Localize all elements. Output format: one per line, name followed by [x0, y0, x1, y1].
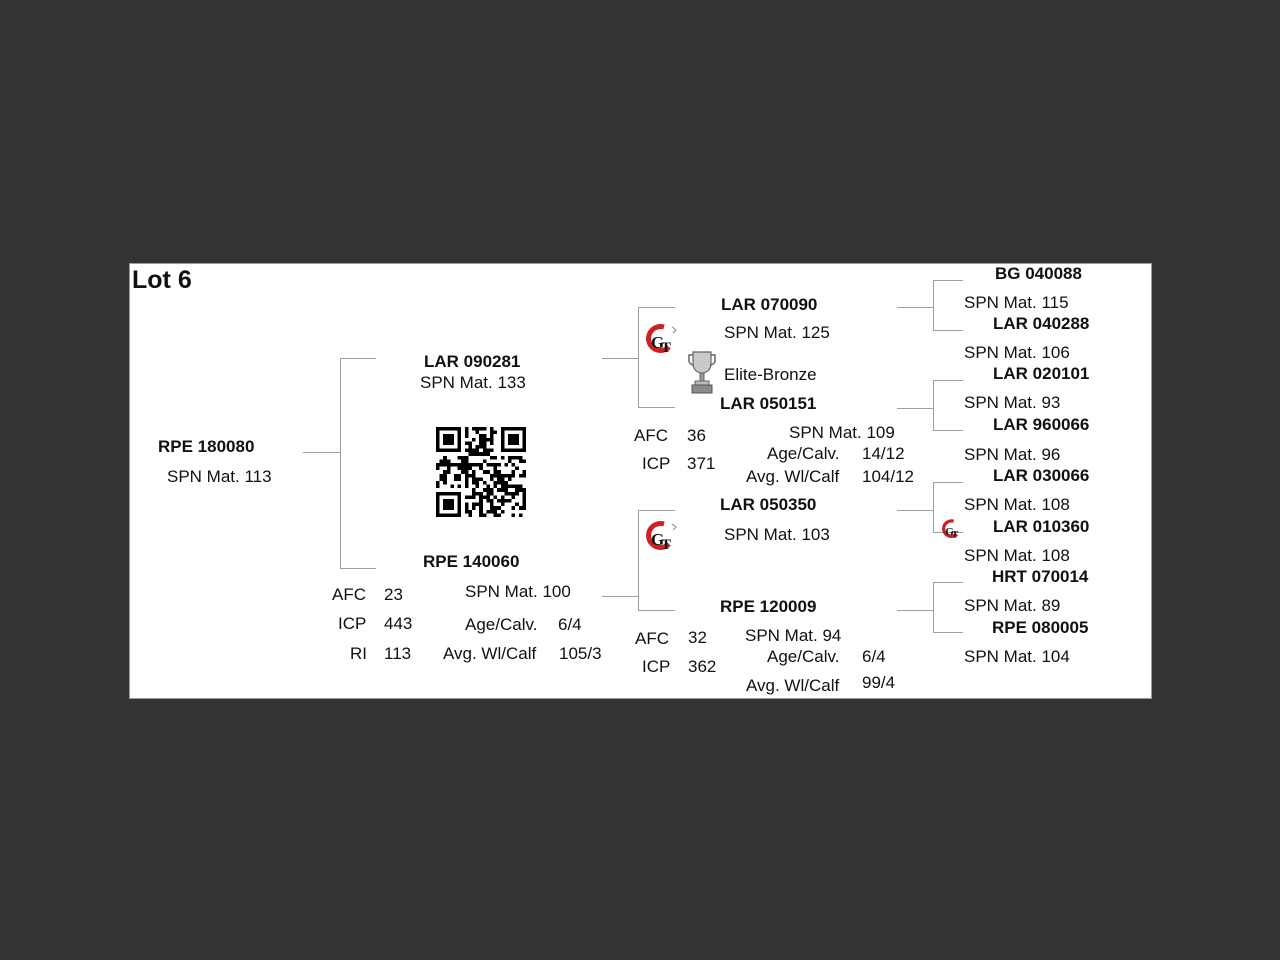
dam-avg-wl-value: 105/3	[559, 644, 602, 663]
ggp-spn: SPN Mat. 108	[964, 495, 1070, 514]
connector-line	[933, 482, 934, 532]
sire-dam-icp-label: ICP	[642, 454, 671, 473]
dam-icp-value: 443	[384, 614, 413, 633]
dam-dam-icp-label: ICP	[642, 657, 671, 676]
connector-line	[897, 510, 934, 511]
svg-text:T: T	[661, 537, 671, 553]
dam-dam-age-calv-value: 6/4	[862, 647, 886, 666]
connector-line	[933, 482, 963, 483]
dam-id: RPE 140060	[423, 552, 520, 571]
dam-dam-afc-label: AFC	[635, 629, 669, 648]
sire-spn: SPN Mat. 133	[420, 373, 526, 392]
connector-line	[638, 307, 639, 407]
award-label: Elite-Bronze	[724, 365, 817, 384]
dam-dam-afc-value: 32	[688, 628, 707, 647]
connector-line	[602, 358, 639, 359]
svg-text:G: G	[945, 526, 954, 538]
ggp-id: RPE 080005	[992, 618, 1089, 637]
connector-line	[933, 582, 963, 583]
ggp-id: LAR 020101	[993, 364, 1090, 383]
subject-spn: SPN Mat. 113	[167, 467, 272, 486]
connector-line	[638, 510, 675, 511]
connector-line	[933, 632, 963, 633]
connector-line	[933, 380, 934, 430]
ggp-id: LAR 040288	[993, 314, 1090, 333]
connector-line	[340, 358, 376, 359]
ggp-spn: SPN Mat. 115	[964, 293, 1069, 312]
connector-line	[638, 407, 675, 408]
ggp-spn: SPN Mat. 104	[964, 647, 1070, 666]
connector-line	[933, 280, 934, 330]
ggp-id: BG 040088	[995, 264, 1082, 283]
connector-line	[638, 610, 675, 611]
dam-afc-value: 23	[384, 585, 403, 604]
sire-dam-avg-wl-label: Avg. Wl/Calf	[746, 467, 840, 486]
connector-line	[933, 532, 963, 533]
pedigree-card: Lot 6 RPE 180080 SPN Mat. 113 LAR 090281…	[129, 263, 1152, 699]
svg-text:G: G	[651, 333, 664, 352]
ggp-spn: SPN Mat. 93	[964, 393, 1061, 412]
dam-dam-avg-wl-label: Avg. Wl/Calf	[746, 676, 840, 695]
ggp-id: HRT 070014	[992, 567, 1089, 586]
ggp-id: LAR 960066	[993, 415, 1090, 434]
svg-text:T: T	[661, 340, 671, 356]
sire-dam-id: LAR 050151	[720, 394, 817, 413]
ggp-id: LAR 010360	[993, 517, 1090, 536]
dam-ri-value: 113	[384, 644, 412, 663]
dam-dam-icp-value: 362	[688, 657, 717, 676]
qr-code-icon	[436, 427, 526, 517]
dam-age-calv-value: 6/4	[558, 615, 582, 634]
dam-ri-label: RI	[350, 644, 367, 663]
ggp-spn: SPN Mat. 89	[964, 596, 1061, 615]
ggp-spn: SPN Mat. 108	[964, 546, 1070, 565]
sire-id: LAR 090281	[424, 352, 521, 371]
gt-logo-icon: G T	[942, 519, 959, 540]
connector-line	[933, 380, 963, 381]
connector-line	[933, 280, 963, 281]
connector-line	[933, 330, 963, 331]
connector-line	[897, 408, 934, 409]
trophy-icon	[688, 351, 716, 394]
sire-dam-afc-value: 36	[687, 426, 706, 445]
connector-line	[638, 510, 639, 610]
lot-title: Lot 6	[132, 266, 192, 294]
connector-line	[933, 430, 963, 431]
dam-dam-age-calv-label: Age/Calv.	[767, 647, 840, 666]
connector-line	[897, 307, 934, 308]
connector-line	[933, 582, 934, 632]
ggp-spn: SPN Mat. 106	[964, 343, 1070, 362]
dam-sire-id: LAR 050350	[720, 495, 817, 514]
dam-dam-spn: SPN Mat. 94	[745, 626, 842, 645]
connector-line	[340, 568, 376, 569]
gt-logo-icon: G T	[646, 521, 677, 553]
dam-icp-label: ICP	[338, 614, 367, 633]
dam-spn: SPN Mat. 100	[465, 582, 571, 601]
dam-avg-wl-label: Avg. Wl/Calf	[443, 644, 537, 663]
dam-dam-avg-wl-value: 99/4	[862, 673, 896, 692]
ggp-spn: SPN Mat. 96	[964, 445, 1061, 464]
gt-logo-icon: G T	[646, 324, 677, 356]
dam-age-calv-label: Age/Calv.	[465, 615, 538, 634]
subject-id: RPE 180080	[158, 437, 255, 456]
connector-line	[340, 358, 341, 568]
sire-sire-spn: SPN Mat. 125	[724, 323, 830, 342]
connector-line	[638, 307, 675, 308]
sire-sire-id: LAR 070090	[721, 295, 818, 314]
sire-dam-age-calv-label: Age/Calv.	[767, 444, 840, 463]
sire-dam-avg-wl-value: 104/12	[862, 467, 914, 486]
connector-line	[602, 596, 639, 597]
dam-afc-label: AFC	[332, 585, 366, 604]
sire-dam-age-calv-value: 14/12	[862, 444, 905, 463]
svg-text:T: T	[952, 529, 959, 540]
sire-dam-spn: SPN Mat. 109	[789, 423, 895, 442]
sire-dam-afc-label: AFC	[634, 426, 668, 445]
sire-dam-icp-value: 371	[687, 454, 716, 473]
svg-text:G: G	[651, 530, 664, 549]
dam-sire-spn: SPN Mat. 103	[724, 525, 830, 544]
connector-line	[303, 452, 341, 453]
dam-dam-id: RPE 120009	[720, 597, 817, 616]
ggp-id: LAR 030066	[993, 466, 1090, 485]
connector-line	[897, 610, 934, 611]
